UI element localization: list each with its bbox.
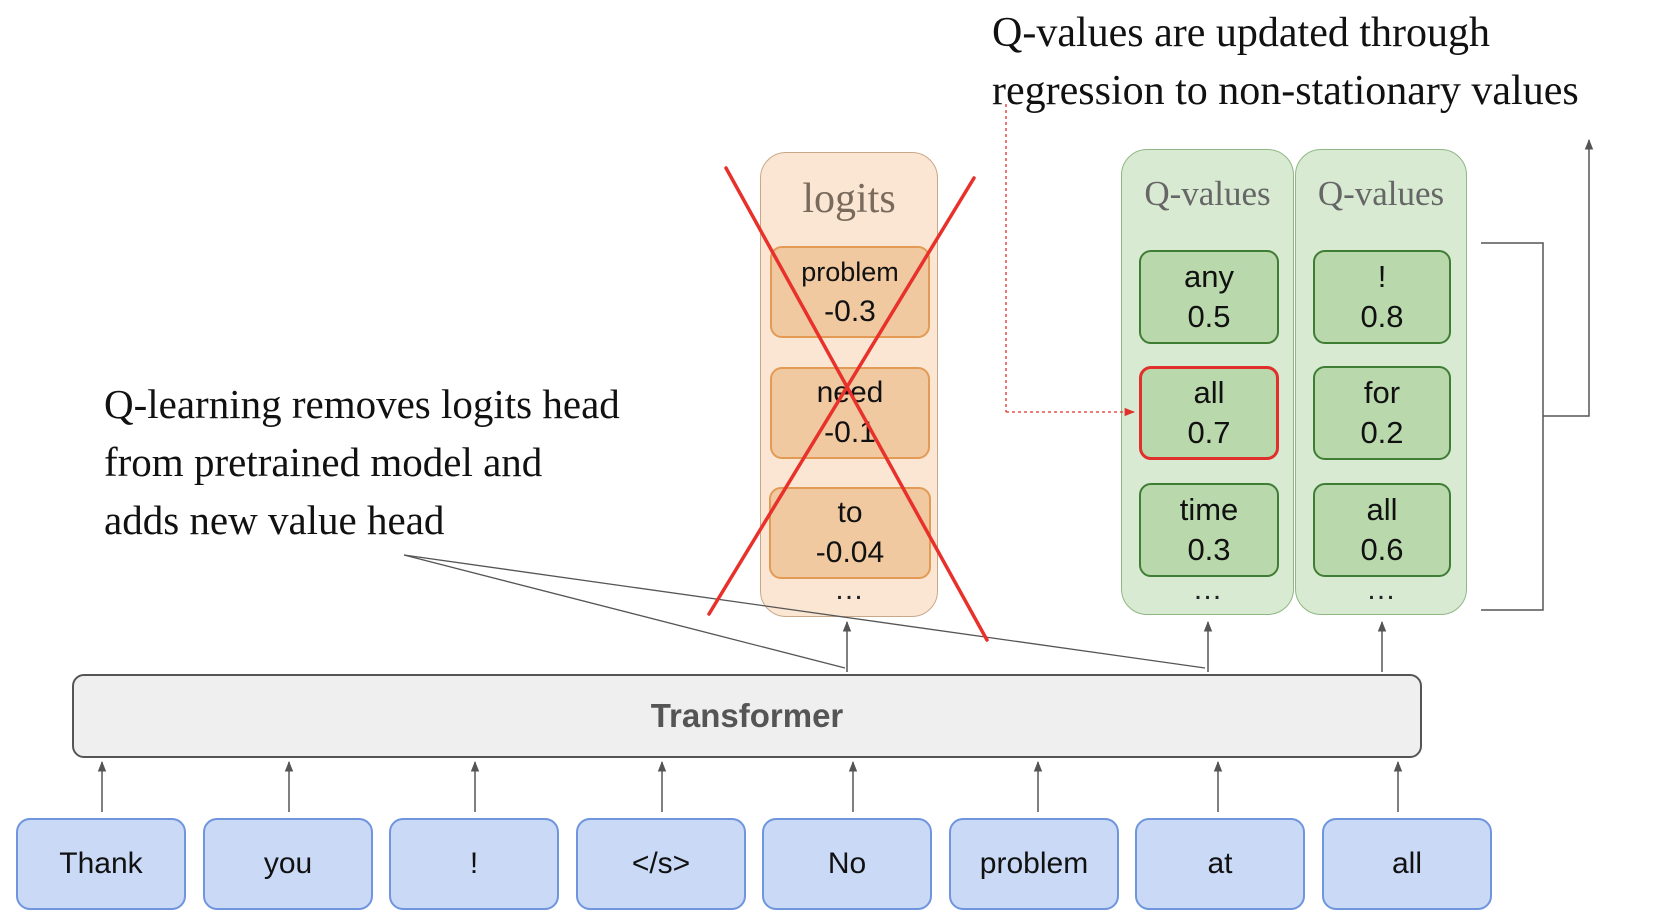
logits-value: -0.3 [824, 295, 876, 328]
qlearning-annotation: Q-learning removes logits head from pret… [104, 381, 620, 543]
logits-ellipsis: … [834, 573, 864, 606]
logits-word: problem [801, 257, 899, 287]
head-arrows [842, 620, 1387, 672]
q-value-cell: for 0.2 [1313, 366, 1451, 460]
q-word: ! [1377, 259, 1387, 294]
q-value: 0.5 [1187, 299, 1231, 334]
q-value: 0.7 [1187, 415, 1231, 450]
logits-cell: to -0.04 [769, 487, 931, 579]
q-word: for [1363, 375, 1401, 410]
q-word: any [1184, 259, 1234, 294]
q-value-cell: all 0.6 [1313, 483, 1451, 577]
token-box: ! [389, 818, 559, 910]
token-box: problem [949, 818, 1119, 910]
token-box: </s> [576, 818, 746, 910]
logits-cross [707, 166, 989, 642]
q-value-cell: any 0.5 [1139, 250, 1279, 344]
update-pointer [1005, 104, 1136, 417]
token-box: at [1135, 818, 1305, 910]
q-values-title: Q-values [1317, 174, 1445, 213]
q-value: 0.8 [1360, 299, 1404, 334]
qvalues-update-annotation: Q-values are updated through regression … [992, 10, 1579, 114]
q-values-head-2: Q-values ! 0.8 for 0.2 all 0.6 … [1295, 149, 1467, 615]
logits-title: logits [802, 176, 896, 222]
q-value: 0.3 [1187, 532, 1231, 567]
token-box: Thank [16, 818, 186, 910]
transformer-block: Transformer [72, 674, 1422, 758]
q-values-head-1: Q-values any 0.5 all 0.7 time 0.3 … [1121, 149, 1294, 615]
logits-word: to [837, 496, 863, 529]
q-value: 0.6 [1360, 532, 1404, 567]
annotation-pointer-lines [403, 554, 1206, 669]
q-ellipsis: … [1192, 573, 1223, 606]
q-word: all [1366, 492, 1398, 527]
q-value-cell: time 0.3 [1139, 483, 1279, 577]
q-word: all [1193, 375, 1225, 410]
q-value: 0.2 [1360, 415, 1404, 450]
q-value-cell: ! 0.8 [1313, 250, 1451, 344]
q-ellipsis: … [1366, 573, 1396, 606]
token-box: you [203, 818, 373, 910]
q-word: time [1179, 492, 1239, 527]
token-arrows [97, 760, 1403, 812]
token-box: all [1322, 818, 1492, 910]
logits-value: -0.04 [815, 536, 885, 569]
token-box: No [762, 818, 932, 910]
q-value-cell-highlighted: all 0.7 [1139, 366, 1279, 460]
q-values-title: Q-values [1144, 174, 1271, 213]
q-values-bracket [1481, 138, 1594, 611]
